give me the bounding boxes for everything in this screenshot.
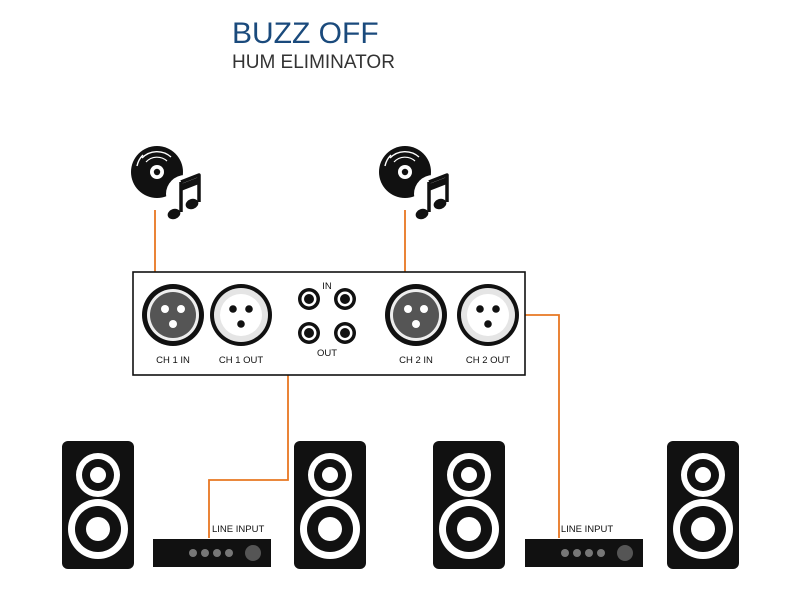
- rca-jack-icon: [298, 288, 320, 310]
- port-label: CH 1 IN: [156, 355, 190, 366]
- xlr-female-connector-icon: [210, 284, 272, 346]
- page-subtitle: HUM ELIMINATOR: [232, 52, 395, 73]
- port-ch1-out: CH 1 OUT: [210, 284, 272, 366]
- amplifier-1: LINE INPUT: [153, 524, 271, 567]
- port-label: CH 1 OUT: [219, 355, 264, 366]
- rca-in-label: IN: [322, 281, 332, 292]
- hum-eliminator-unit: CH 1 IN CH 1 OUT IN OUT CH 2 IN CH 2 OUT: [132, 271, 526, 376]
- port-label: CH 2 IN: [399, 355, 433, 366]
- port-ch2-in: CH 2 IN: [385, 284, 447, 366]
- speaker-icon: [667, 441, 739, 569]
- xlr-female-connector-icon: [457, 284, 519, 346]
- cd-music-source-icon: [131, 146, 204, 221]
- amplifier-2: LINE INPUT: [525, 524, 643, 567]
- speaker-icon: [294, 441, 366, 569]
- speaker-icon: [62, 441, 134, 569]
- amplifier-icon: [153, 539, 271, 567]
- cable-ch2-out-to-amp2: [519, 314, 560, 538]
- rca-out-label: OUT: [317, 348, 337, 359]
- speaker-icon: [433, 441, 505, 569]
- amplifier-icon: [525, 539, 643, 567]
- port-ch1-in: CH 1 IN: [142, 284, 204, 366]
- rca-jack-group: IN OUT: [298, 281, 356, 359]
- cd-music-source-icon: [379, 146, 452, 221]
- port-ch2-out: CH 2 OUT: [457, 284, 519, 366]
- page-title: BUZZ OFF: [232, 17, 379, 50]
- line-input-label: LINE INPUT: [212, 524, 264, 535]
- rca-jack-icon: [334, 322, 356, 344]
- line-input-label: LINE INPUT: [561, 524, 613, 535]
- music-source-2: [379, 146, 452, 221]
- rca-jack-icon: [334, 288, 356, 310]
- xlr-male-connector-icon: [385, 284, 447, 346]
- rca-jack-icon: [298, 322, 320, 344]
- port-label: CH 2 OUT: [466, 355, 511, 366]
- xlr-male-connector-icon: [142, 284, 204, 346]
- music-source-1: [131, 146, 204, 221]
